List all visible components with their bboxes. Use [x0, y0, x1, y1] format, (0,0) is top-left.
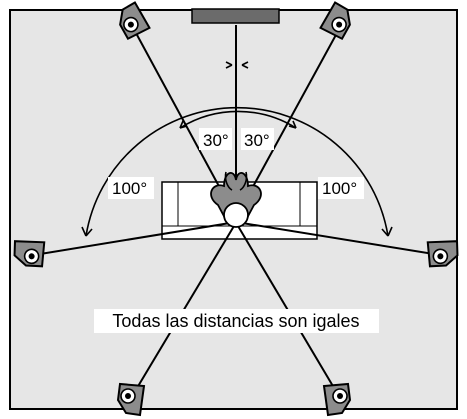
rear-right-speaker-icon: [323, 383, 351, 416]
angle-label-left-30: 30°: [203, 131, 229, 150]
angle-label-left-100: 100°: [112, 179, 147, 198]
rear-left-speaker-icon: [117, 383, 145, 416]
listener-head-icon: [210, 171, 262, 228]
angle-labels: 30° 30° 100° 100°: [108, 128, 364, 199]
angle-label-right-30: 30°: [244, 131, 270, 150]
line-front-left: [129, 21, 235, 215]
line-side-right: [235, 221, 447, 257]
distance-caption: Todas las distancias son igales: [112, 311, 359, 331]
angle-label-right-100: 100°: [322, 179, 357, 198]
center-speaker-icon: [191, 8, 280, 24]
line-front-right: [237, 21, 344, 215]
arc-30-degrees: [179, 110, 297, 129]
line-side-left: [27, 221, 237, 257]
